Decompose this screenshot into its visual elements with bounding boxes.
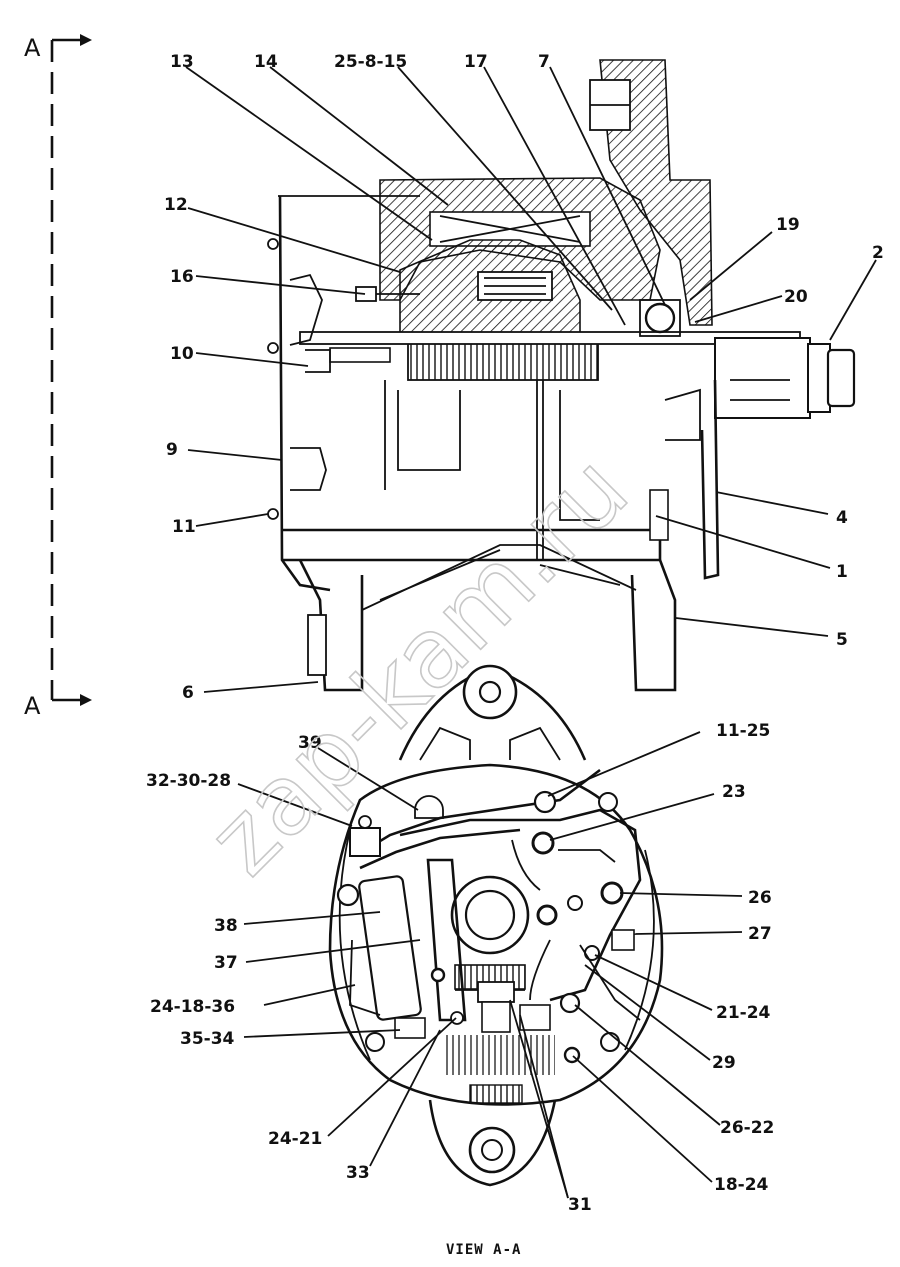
- side-section-view: [267, 59, 856, 692]
- callout-7: 7: [538, 52, 550, 72]
- callout-18-24: 18-24: [714, 1175, 769, 1195]
- callout-23: 23: [722, 782, 746, 802]
- callout-31: 31: [568, 1195, 592, 1215]
- callout-26-22: 26-22: [720, 1118, 774, 1138]
- callout-29: 29: [712, 1053, 736, 1073]
- callout-1: 1: [836, 562, 848, 582]
- callout-2: 2: [872, 243, 884, 263]
- callout-24-21: 24-21: [268, 1129, 322, 1149]
- callout-5: 5: [836, 630, 848, 650]
- callout-19: 19: [776, 215, 800, 235]
- callout-24-18-36: 24-18-36: [150, 997, 235, 1017]
- section-mark-bottom: A: [24, 692, 41, 720]
- callout-16: 16: [170, 267, 194, 287]
- callout-38: 38: [214, 916, 238, 936]
- view-caption: VIEW A-A: [446, 1242, 521, 1258]
- callout-25-8-15: 25-8-15: [334, 52, 407, 72]
- callout-37: 37: [214, 953, 238, 973]
- callout-10: 10: [170, 344, 194, 364]
- callout-27: 27: [748, 924, 772, 944]
- end-view: [328, 664, 664, 1187]
- callout-20: 20: [784, 287, 808, 307]
- section-line-a-a: [50, 34, 92, 706]
- callout-21-24: 21-24: [716, 1003, 771, 1023]
- callout-39: 39: [298, 733, 322, 753]
- callout-9: 9: [166, 440, 178, 460]
- callout-13: 13: [170, 52, 194, 72]
- callout-12: 12: [164, 195, 188, 215]
- callout-17: 17: [464, 52, 488, 72]
- leader-lines: [185, 66, 877, 1199]
- callout-33: 33: [346, 1163, 370, 1183]
- callout-14: 14: [254, 52, 278, 72]
- callout-32-30-28: 32-30-28: [146, 771, 231, 791]
- callout-35-34: 35-34: [180, 1029, 235, 1049]
- watermark: zap-kam.ru: [187, 434, 649, 896]
- callout-labels: 13 14 25-8-15 17 7 12 19 2 16 20 10 9 4 …: [146, 52, 884, 1215]
- callout-11-25: 11-25: [716, 721, 770, 741]
- callout-26: 26: [748, 888, 772, 908]
- callout-11: 11: [172, 517, 196, 537]
- section-mark-top: A: [24, 34, 41, 62]
- callout-6: 6: [182, 683, 194, 703]
- callout-4: 4: [836, 508, 848, 528]
